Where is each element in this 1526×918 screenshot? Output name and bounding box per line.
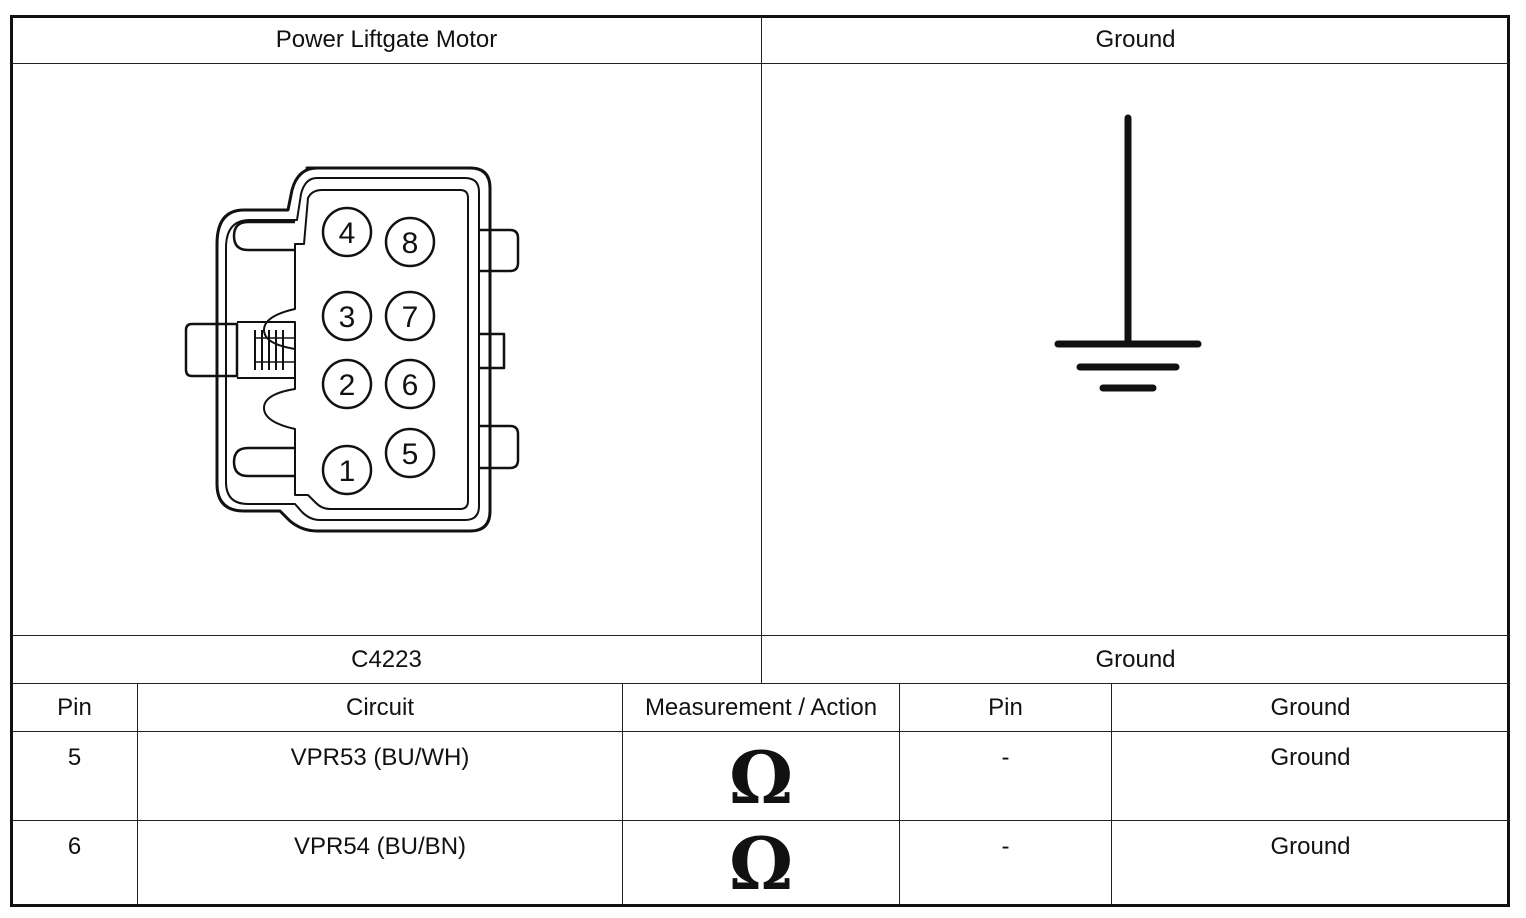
pin-2-label: 2: [339, 369, 356, 402]
latch-body: [237, 321, 296, 379]
col-header-measurement: Measurement / Action: [644, 693, 878, 721]
row2-pin-2: -: [1001, 833, 1010, 860]
left-component-title: Power Liftgate Motor: [275, 26, 498, 53]
pin-2-circle: [321, 358, 373, 410]
divider: [12, 683, 1509, 684]
right-tab-middle: [479, 332, 506, 370]
pin-7-circle: [384, 290, 436, 342]
row2-ohm-icon: Ω: [728, 821, 794, 906]
pin-4-label: 4: [339, 217, 356, 250]
pin-7-label: 7: [402, 301, 419, 334]
row2-ground: Ground: [1270, 833, 1351, 860]
right-component-title: Ground: [1095, 26, 1176, 53]
connector-housing-outline: [215, 166, 492, 533]
left-rib-lower: [232, 446, 295, 478]
col-header-pin: Pin: [57, 693, 92, 721]
pin-3-label: 3: [339, 301, 356, 334]
pin-cavity: [263, 189, 469, 510]
pin-6-circle: [384, 358, 436, 410]
divider: [12, 63, 1509, 64]
ground-symbol-icon: [1054, 114, 1202, 392]
row2-circuit: VPR54 (BU/BN): [293, 833, 467, 860]
left-rib-upper: [232, 220, 295, 252]
latch: [184, 322, 239, 378]
right-connector-label: Ground: [1095, 645, 1176, 673]
divider: [899, 683, 900, 905]
divider: [622, 683, 623, 905]
diagram-frame: [10, 15, 1510, 907]
connector-housing-inner: [225, 177, 480, 521]
col-header-ground: Ground: [1270, 693, 1351, 721]
connector-face-diagram: 1 2 3 4 5 6 7 8: [184, 166, 520, 533]
row1-pin-2: -: [1001, 744, 1010, 771]
pin-3-circle: [321, 290, 373, 342]
divider: [137, 683, 138, 905]
divider: [12, 731, 1509, 732]
pin-8-circle: [384, 216, 436, 268]
divider: [1111, 683, 1112, 905]
row1-pin: 5: [67, 744, 82, 771]
pin-8-label: 8: [402, 227, 419, 260]
col-header-circuit: Circuit: [345, 693, 414, 721]
row1-ground: Ground: [1270, 744, 1351, 771]
pin-1-circle: [321, 444, 373, 496]
col-header-pin-2: Pin: [988, 693, 1023, 721]
left-connector-label: C4223: [351, 645, 422, 673]
divider: [761, 17, 762, 684]
pin-6-label: 6: [402, 369, 419, 402]
divider: [12, 635, 1509, 636]
pin-4-circle: [321, 206, 373, 258]
row1-circuit: VPR53 (BU/WH): [290, 744, 470, 771]
divider: [12, 820, 1509, 821]
pin-1-label: 1: [339, 455, 356, 488]
row2-pin: 6: [67, 833, 82, 860]
pin-5-circle: [384, 427, 436, 479]
right-tab-bottom: [479, 424, 520, 470]
right-tab-top: [479, 228, 520, 273]
pin-5-label: 5: [402, 438, 419, 471]
row1-ohm-icon: Ω: [728, 735, 794, 820]
